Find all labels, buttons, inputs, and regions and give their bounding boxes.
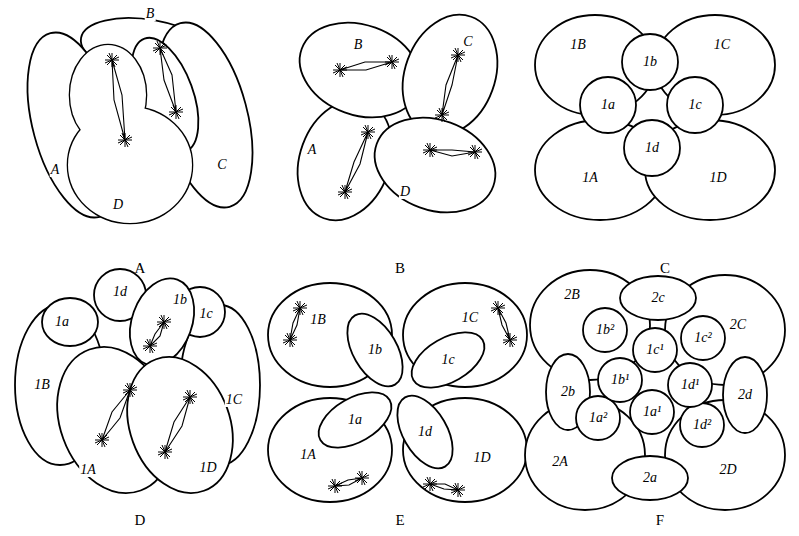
cell-label: 1D [708,171,727,185]
cell-label: 1c [198,307,213,321]
cell-label: 1d [644,141,660,155]
cell-label: C [462,35,473,49]
cell-label: 1b [172,293,188,307]
cell-label: 1A [581,171,599,185]
cell-label: C [216,158,227,172]
cell-label: 2a [642,471,658,485]
cell-label: 1c² [693,331,712,345]
cell-label: 1c [687,98,702,112]
cell-label: 1C [461,311,479,325]
cell-label: 2c [650,291,665,305]
cell-label: 1d² [692,418,712,432]
panel-a-embryo [10,8,270,227]
cell-label: B [145,7,156,21]
panel-caption: A [134,261,147,276]
cell-label: 1b² [595,323,615,337]
cell-label: 1d¹ [680,378,700,392]
cell-label: 1C [225,393,243,407]
cell-label: 2A [551,455,569,469]
panel-b-embryo [282,1,514,233]
panel-caption: B [394,261,406,276]
panel-f-embryo [525,270,785,510]
cell-label: 1c [440,353,455,367]
cell-label: 1B [309,313,327,327]
cell-label: 1A [79,463,97,477]
panel-d-embryo [15,269,260,509]
cell-label: 1d [417,425,433,439]
panel-c-embryo [535,15,775,220]
cell-label: 1a [347,413,363,427]
cell-label: 1b¹ [610,373,630,387]
cell-label: B [353,38,364,52]
panel-caption: D [134,513,147,528]
cell-label: 1a¹ [642,405,662,419]
cell-label: A [307,143,318,157]
panel-caption: C [659,261,671,276]
cell-label: 1D [472,451,491,465]
panel-e-embryo [268,283,527,502]
cell-label: D [399,185,411,199]
cell-label: 1b [642,55,658,69]
cell-label: 1a [600,98,616,112]
cell-label: 1c¹ [645,343,664,357]
cell-label: 2B [563,288,581,302]
cell-label: 1A [299,448,317,462]
cell-label: 1a² [588,411,608,425]
cell-label: 2d [737,388,753,402]
cell-label: D [112,198,124,212]
cell-label: 1B [33,378,51,392]
cell-label: A [50,163,61,177]
panel-caption: F [655,513,665,528]
cell-label: 1d [112,285,128,299]
cell-label: 1B [569,38,587,52]
cell-label: 2D [718,463,737,477]
panel-caption: E [394,513,405,528]
cell-label: 1C [713,38,731,52]
cell-label: 1a [54,315,70,329]
cell-label: 1b [367,343,383,357]
cell-label: 2C [729,318,747,332]
cell-label: 2b [560,385,576,399]
cell-label: 1D [198,461,217,475]
